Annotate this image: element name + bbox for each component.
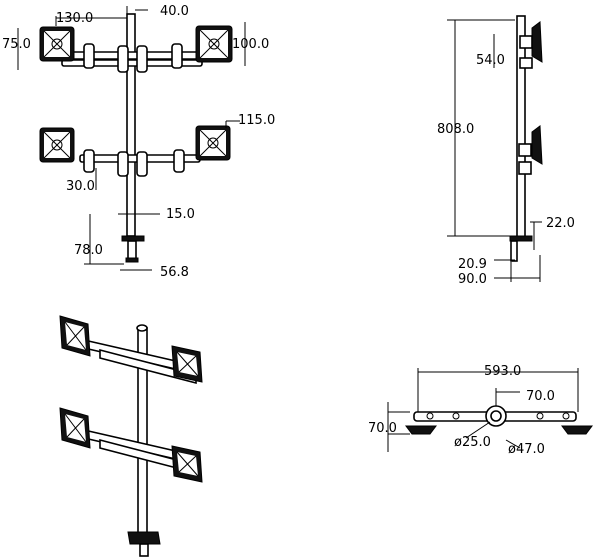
dim-arm-reach: 115.0 [238,113,275,128]
iso-plate-lower-left [59,407,91,449]
side-top-joint [519,57,533,69]
isometric-view [59,315,203,557]
side-lower-plate [531,125,543,165]
side-clamp-top [509,235,533,242]
joint [171,43,183,69]
joint [173,149,185,173]
joint [83,149,95,173]
dim-clamp-height: 78.0 [74,243,103,258]
dim-plate-offset: 54.0 [476,53,505,68]
iso-plate-upper-left [59,315,91,357]
iso-plate-upper-right [171,345,203,383]
dim-center: 70.0 [526,389,555,404]
dim-span: 593.0 [484,364,521,379]
side-lower-joint [518,161,532,175]
vesa-plate-top-right [195,25,233,63]
iso-plate-lower-right [171,445,203,483]
front-view: 130.0 40.0 75.0 100.0 115.0 30.0 15.0 78… [2,4,275,280]
dim-collar-dia: ø47.0 [508,442,545,457]
side-top-plate [531,21,543,63]
top-pole [490,410,502,422]
joint [83,43,95,69]
top-right-mount [561,425,593,435]
vesa-plate-top-left [39,26,75,62]
dim-clamp-top: 15.0 [166,207,195,222]
top-view: 593.0 70.0 70.0 ø25.0 ø47.0 [368,364,593,457]
dim-total-height: 808.0 [437,122,474,137]
dim-arm-length: 130.0 [56,11,93,26]
side-clamp-post [510,240,518,262]
vesa-plate-lower-right [195,125,231,161]
joint [117,45,129,73]
side-lower-hinge [518,143,532,157]
top-left-mount [405,425,437,435]
side-view: 54.0 808.0 22.0 20.9 90.0 [437,15,575,287]
dim-pole-dia: ø25.0 [454,435,491,450]
dim-clamp-depth: 20.9 [458,257,487,272]
vesa-plate-lower-left [39,127,75,163]
side-pole [516,15,526,239]
dim-arm-drop: 30.0 [66,179,95,194]
dim-base-depth: 90.0 [458,272,487,287]
dim-depth: 70.0 [368,421,397,436]
dim-clamp-gap: 22.0 [546,216,575,231]
front-clamp [121,235,145,263]
joint [117,151,129,177]
iso-clamp [127,531,161,545]
dim-plate-left: 75.0 [2,37,31,52]
dim-pole-offset: 40.0 [160,4,189,19]
dim-clamp-width: 56.8 [160,265,189,280]
dim-plate-right: 100.0 [232,37,269,52]
joint [136,45,148,73]
side-top-hinge [519,35,533,49]
front-top-arm-lower [61,59,203,67]
joint [136,151,148,177]
